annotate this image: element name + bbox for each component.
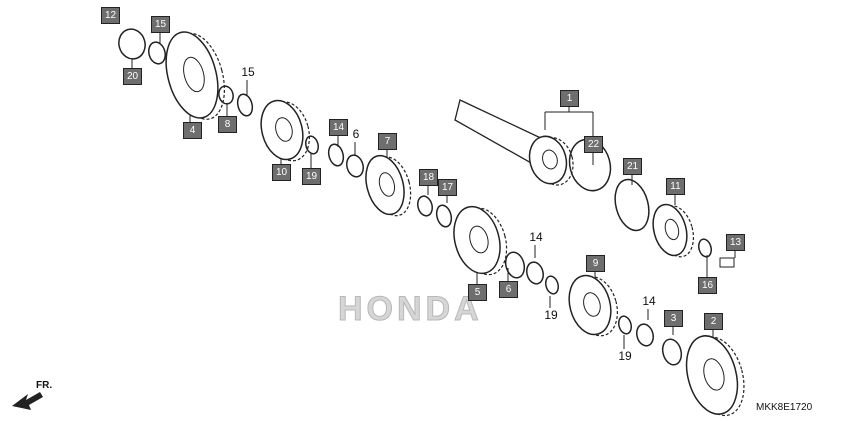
callout-12[interactable]: 12 bbox=[101, 7, 120, 24]
callout-6[interactable]: 6 bbox=[352, 127, 360, 141]
washer-18 bbox=[417, 195, 433, 217]
bearing-6b bbox=[504, 251, 526, 279]
callout-14[interactable]: 14 bbox=[329, 119, 348, 136]
front-arrow-icon bbox=[12, 392, 43, 410]
callout-19[interactable]: 19 bbox=[618, 349, 632, 363]
callout-7[interactable]: 7 bbox=[378, 133, 397, 150]
bearing-6 bbox=[346, 154, 364, 178]
front-direction-label: FR. bbox=[36, 380, 53, 391]
gear-5-hub bbox=[469, 225, 489, 254]
callout-6[interactable]: 6 bbox=[499, 281, 518, 298]
washer-14 bbox=[327, 143, 345, 167]
oring-22 bbox=[568, 138, 612, 192]
seal-21 bbox=[614, 178, 650, 232]
bearing-20 bbox=[118, 28, 146, 60]
gear-2-hub bbox=[703, 358, 725, 391]
callout-5[interactable]: 5 bbox=[468, 284, 487, 301]
shaft-bearing-hub bbox=[542, 149, 558, 170]
gear-9-hub bbox=[583, 292, 601, 317]
callout-13[interactable]: 13 bbox=[726, 234, 745, 251]
callout-19[interactable]: 19 bbox=[544, 308, 558, 322]
gear-7-hub bbox=[378, 172, 396, 197]
gear-4-hub bbox=[183, 56, 205, 93]
callout-1[interactable]: 1 bbox=[560, 90, 579, 107]
callout-10[interactable]: 10 bbox=[272, 164, 291, 181]
circlip-19 bbox=[305, 135, 319, 155]
circlip-19c bbox=[618, 315, 632, 335]
sprocket-11-hub bbox=[664, 218, 680, 241]
diagram-code: MKK8E1720 bbox=[756, 402, 813, 413]
callout-9[interactable]: 9 bbox=[586, 255, 605, 272]
gear-4 bbox=[165, 31, 219, 119]
callout-3[interactable]: 3 bbox=[664, 310, 683, 327]
callout-21[interactable]: 21 bbox=[623, 158, 642, 175]
gear-9 bbox=[568, 274, 612, 336]
callout-22[interactable]: 22 bbox=[584, 136, 603, 153]
gear-5 bbox=[453, 205, 501, 275]
circlip-19b bbox=[545, 275, 559, 295]
gear-7 bbox=[365, 154, 405, 216]
callout-14[interactable]: 14 bbox=[529, 230, 543, 244]
gear-10 bbox=[260, 99, 304, 161]
callout-11[interactable]: 11 bbox=[666, 178, 685, 195]
honda-watermark: HONDA bbox=[338, 290, 483, 329]
bolt-13 bbox=[719, 257, 735, 268]
bushing-3 bbox=[661, 338, 683, 366]
washer-15 bbox=[148, 41, 166, 65]
washer-16 bbox=[698, 238, 712, 258]
washer-17 bbox=[435, 204, 453, 228]
callout-15[interactable]: 15 bbox=[151, 16, 170, 33]
callout-4[interactable]: 4 bbox=[183, 122, 202, 139]
washer-14b bbox=[526, 261, 544, 285]
shaft-bearing bbox=[528, 135, 568, 185]
callout-14[interactable]: 14 bbox=[642, 294, 656, 308]
callout-19[interactable]: 19 bbox=[302, 168, 321, 185]
callout-20[interactable]: 20 bbox=[123, 68, 142, 85]
callout-18[interactable]: 18 bbox=[419, 169, 438, 186]
callout-15[interactable]: 15 bbox=[241, 65, 255, 79]
callout-2[interactable]: 2 bbox=[704, 313, 723, 330]
callout-17[interactable]: 17 bbox=[438, 179, 457, 196]
sprocket-11 bbox=[652, 203, 688, 257]
gear-10-hub bbox=[275, 117, 293, 142]
gear-2 bbox=[685, 335, 739, 415]
callout-8[interactable]: 8 bbox=[218, 116, 237, 133]
washer-14c bbox=[636, 323, 654, 347]
washer-15b bbox=[236, 93, 254, 117]
bushing-8 bbox=[218, 85, 234, 105]
callout-16[interactable]: 16 bbox=[698, 277, 717, 294]
